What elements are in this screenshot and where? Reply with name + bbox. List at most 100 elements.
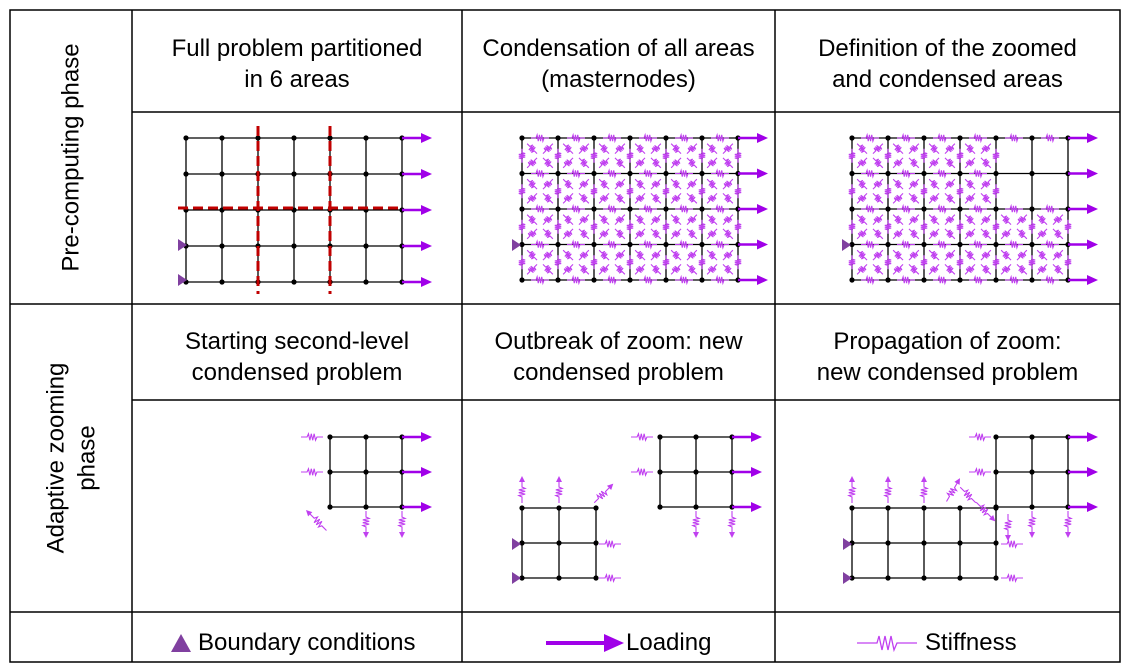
stiffness-spring xyxy=(908,193,920,204)
stiffness-spring xyxy=(634,214,646,225)
spring-coil xyxy=(614,264,626,275)
stiffness-spring xyxy=(1036,264,1048,275)
spring-coil xyxy=(614,178,626,190)
spring-coil xyxy=(1064,255,1072,270)
spring-coil xyxy=(897,239,915,250)
spring-coil xyxy=(856,228,868,240)
spring-coil xyxy=(980,214,992,225)
node-dot xyxy=(957,135,963,141)
spring-coil xyxy=(734,255,742,270)
stiffness-spring xyxy=(711,132,729,144)
stiffness-spring xyxy=(933,274,951,286)
stiffness-spring xyxy=(944,193,956,204)
spring-coil xyxy=(980,264,992,275)
node-dot xyxy=(1029,206,1035,212)
node-dot xyxy=(921,135,927,141)
spring-coil xyxy=(856,143,868,154)
spring-coil xyxy=(686,249,698,261)
stiffness-spring xyxy=(639,132,657,144)
node-dot xyxy=(593,540,599,546)
node-dot xyxy=(657,434,663,440)
stiffness-spring xyxy=(969,432,991,442)
stiffness-spring xyxy=(1000,214,1012,225)
stiffness-spring xyxy=(861,203,879,215)
spring-coil xyxy=(848,184,856,199)
stiffness-spring xyxy=(598,193,610,204)
stiffness-spring xyxy=(531,132,549,144)
node-dot xyxy=(555,241,561,248)
spring-coil xyxy=(598,178,610,190)
stiffness-spring xyxy=(593,483,614,504)
node-dot xyxy=(591,135,597,141)
spring-coil xyxy=(526,157,538,169)
spring-coil xyxy=(1001,573,1023,583)
stiffness-spring xyxy=(928,249,940,261)
stiffness-spring xyxy=(897,239,915,250)
spring-coil xyxy=(964,264,976,275)
stiffness-spring xyxy=(706,249,718,261)
stiffness-spring xyxy=(848,255,856,270)
loading-arrowhead xyxy=(751,467,762,477)
spring-coil xyxy=(562,214,574,225)
stiffness-spring xyxy=(670,249,682,261)
spring-coil xyxy=(590,219,598,234)
stiffness-spring xyxy=(670,143,682,154)
spring-coil xyxy=(598,143,610,154)
node-dot xyxy=(663,241,669,248)
spring-coil xyxy=(686,157,698,169)
stiffness-spring xyxy=(670,264,682,275)
node-dot xyxy=(363,504,369,510)
loading-arrowhead xyxy=(421,241,432,251)
spring-coil xyxy=(928,193,940,204)
spring-coil xyxy=(848,219,856,234)
node-dot xyxy=(849,170,855,177)
stiffness-spring xyxy=(1016,228,1028,240)
stiffness-spring xyxy=(675,203,693,215)
node-dot xyxy=(1029,434,1035,440)
stiffness-spring xyxy=(706,178,718,190)
stiffness-spring xyxy=(598,264,610,275)
spring-coil xyxy=(1041,274,1059,286)
spring-coil xyxy=(884,255,892,270)
spring-coil xyxy=(1005,274,1023,286)
node-dot xyxy=(849,277,855,283)
spring-coil xyxy=(847,481,857,503)
stiffness-spring xyxy=(634,143,646,154)
stiffness-spring xyxy=(1052,214,1064,225)
spring-coil xyxy=(675,203,693,215)
stiffness-spring xyxy=(670,228,682,240)
node-dot xyxy=(849,241,855,248)
spring-coil xyxy=(562,249,574,261)
spring-coil xyxy=(670,178,682,190)
stiffness-spring xyxy=(634,178,646,190)
stiffness-spring xyxy=(856,264,868,275)
stiffness-spring xyxy=(980,249,992,261)
spring-coil xyxy=(542,143,554,154)
spring-coil xyxy=(698,148,706,163)
spring-coil xyxy=(518,148,526,163)
spring-coil xyxy=(980,228,992,240)
stiffness-spring xyxy=(872,193,884,204)
spring-arrowhead xyxy=(363,532,369,538)
loading-arrowhead xyxy=(1087,502,1098,512)
spring-coil xyxy=(686,143,698,154)
stiffness-spring xyxy=(722,193,734,204)
stiffness-spring xyxy=(897,274,915,286)
spring-coil xyxy=(517,481,527,503)
stiffness-spring xyxy=(542,193,554,204)
node-dot xyxy=(993,434,999,440)
stiffness-spring xyxy=(650,264,662,275)
spring-coil xyxy=(1028,219,1036,234)
spring-coil xyxy=(614,157,626,169)
loading-arrowhead xyxy=(421,432,432,442)
stiffness-spring xyxy=(614,249,626,261)
stiffness-spring xyxy=(554,219,562,234)
stiffness-spring xyxy=(526,264,538,275)
spring-coil xyxy=(706,143,718,154)
stiffness-spring xyxy=(964,178,976,190)
stiffness-spring xyxy=(861,274,879,286)
stiffness-spring xyxy=(614,157,626,169)
spring-coil xyxy=(567,203,585,215)
stiffness-spring xyxy=(590,255,598,270)
